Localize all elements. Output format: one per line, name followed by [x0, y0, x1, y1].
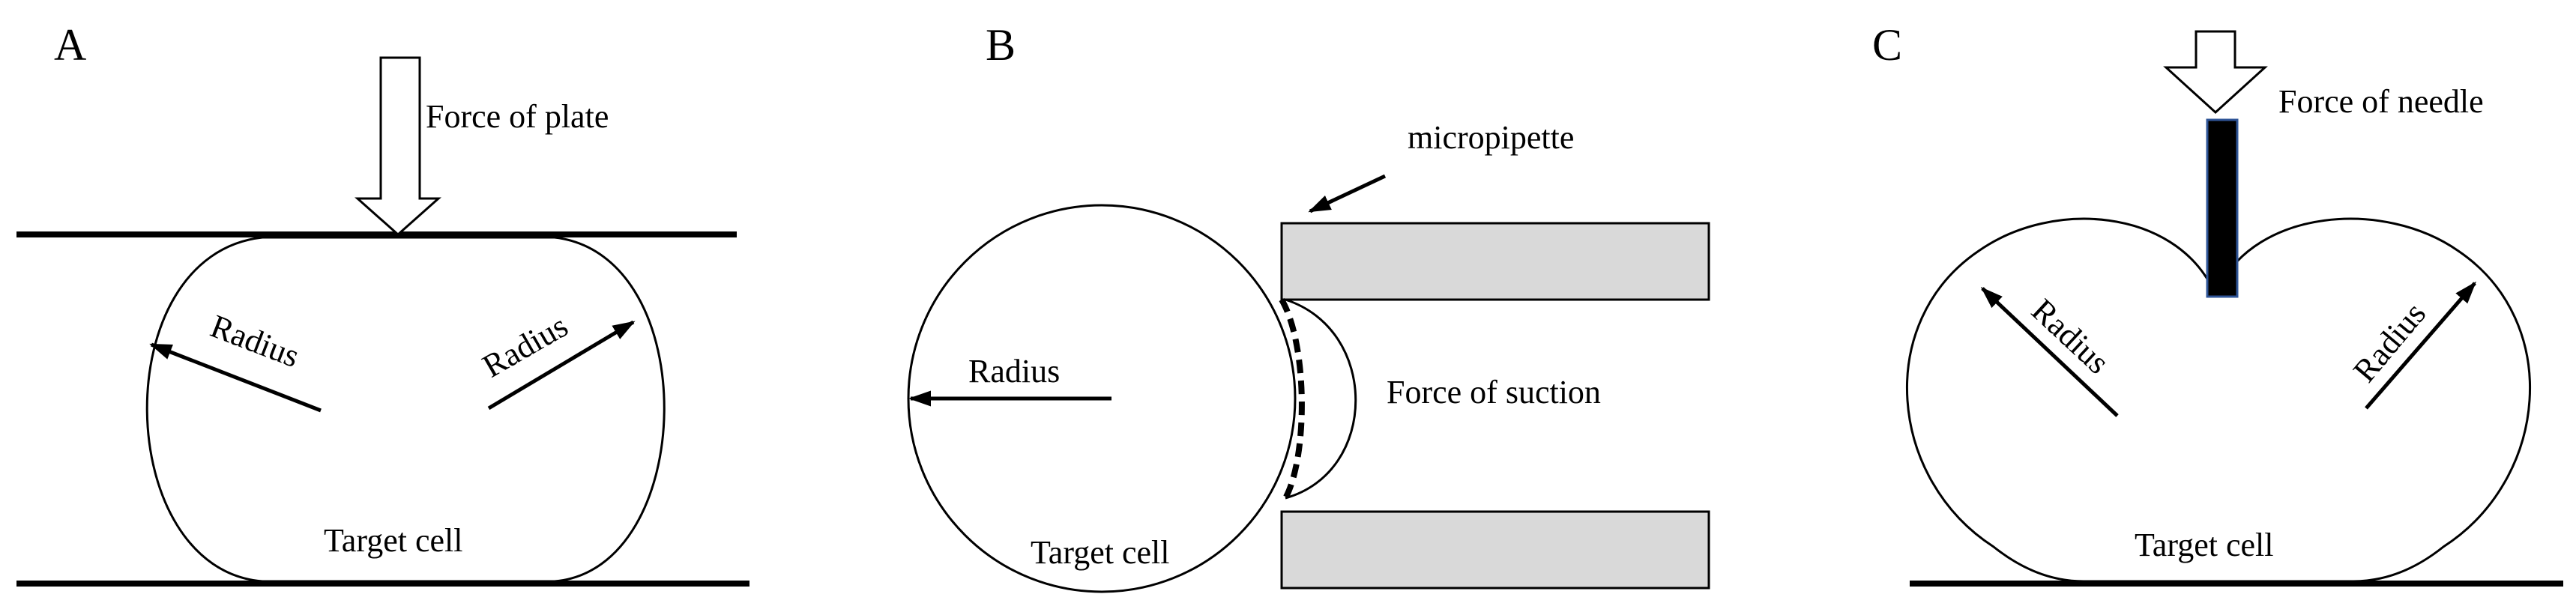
panel-c: C Force of needle Radius Radius Target c… — [1872, 20, 2563, 587]
target-cell-shape — [145, 236, 666, 583]
panel-c-letter: C — [1872, 20, 1902, 70]
force-arrow-icon — [2163, 30, 2268, 115]
panel-a: A Force of plate Radius Radius Target ce… — [16, 20, 749, 587]
target-cell-label: Target cell — [324, 522, 462, 559]
panel-b: B micropipette Radius Force of suction T… — [907, 20, 1710, 593]
force-arrow-icon — [355, 56, 441, 237]
aspirated-bulge — [1285, 298, 1357, 500]
target-cell-label: Target cell — [1031, 534, 1169, 571]
radius-label: Radius — [968, 353, 1060, 390]
target-cell-label: Target cell — [2135, 527, 2273, 563]
target-cell-shape — [1905, 217, 2532, 583]
dashed-membrane — [1279, 297, 1305, 500]
needle — [2206, 118, 2239, 298]
radius-label-right: Radius — [2346, 295, 2433, 389]
force-of-suction-label: Force of suction — [1387, 374, 1601, 410]
radius-arrow-left — [149, 342, 322, 413]
radius-label-left: Radius — [2024, 291, 2117, 381]
force-of-needle-label: Force of needle — [2278, 83, 2484, 120]
panel-b-letter: B — [986, 20, 1016, 70]
panel-a-letter: A — [54, 20, 86, 70]
pipette-bottom-wall — [1280, 510, 1710, 590]
radius-arrow-right — [2365, 281, 2476, 410]
pipette-top-wall — [1280, 222, 1710, 301]
micropipette-label: micropipette — [1408, 119, 1574, 156]
radius-arrow-left — [1980, 286, 2119, 417]
force-of-plate-label: Force of plate — [426, 98, 609, 135]
radius-label-left: Radius — [205, 308, 304, 375]
micropipette-pointer-arrow — [1308, 174, 1387, 213]
radius-label-right: Radius — [477, 307, 574, 385]
radius-arrow-right — [487, 320, 636, 410]
